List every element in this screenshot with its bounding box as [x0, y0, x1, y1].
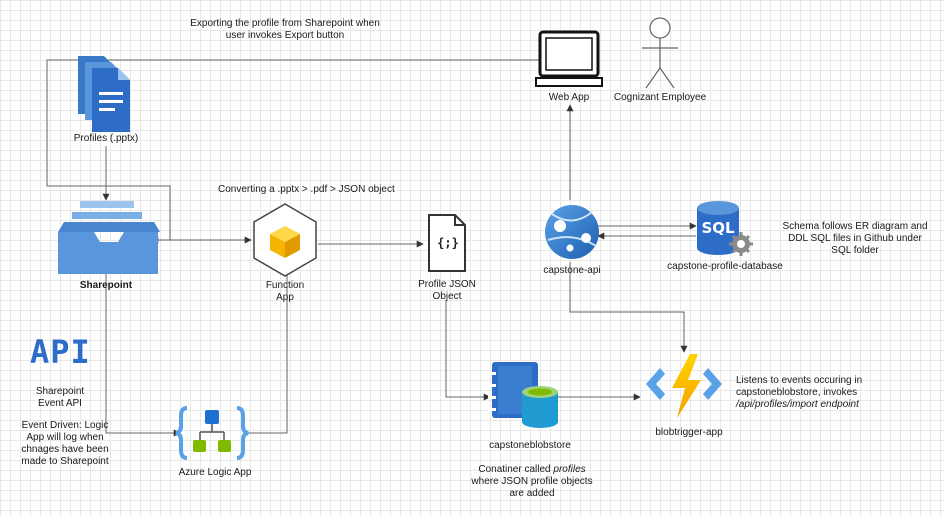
database-label: capstone-profile-database [667, 261, 783, 272]
api-logo: API [30, 333, 91, 371]
listens-line-2: capstoneblobstore, invokes [736, 387, 858, 398]
edge-api-to-trigger [569, 262, 688, 353]
capstone-api-label: capstone-api [543, 265, 601, 276]
function-app-label: Function App [265, 280, 305, 303]
profiles-label: Profiles (.pptx) [73, 133, 139, 144]
blobstore-label: capstoneblobstore [489, 440, 571, 451]
profiles-documents-icon [78, 56, 130, 132]
listens-line-3: /api/profiles/import endpoint [736, 399, 859, 410]
sharepoint-label: Sharepoint [79, 280, 133, 291]
edge-sharepoint-to-logic [105, 270, 181, 437]
container-note: Conatiner called profiles where JSON pro… [452, 464, 612, 500]
person-icon [642, 17, 678, 89]
computer-icon [535, 30, 603, 87]
container-note-em: profiles [553, 464, 586, 475]
sql-label: SQL [701, 219, 735, 237]
api-globe-icon [545, 205, 599, 259]
edges [46, 59, 697, 437]
profile-json-label: Profile JSON Object [418, 279, 476, 302]
converting-note: Converting a .pptx > .pdf > JSON object [218, 184, 395, 195]
sharepoint-tray-icon [58, 201, 160, 274]
function-app-icon [253, 203, 317, 277]
json-glyph: {;} [437, 236, 459, 250]
edge-function-to-logic [245, 270, 288, 434]
export-note: Exporting the profile from Sharepoint wh… [190, 18, 380, 41]
container-note-pre: Conatiner called [478, 464, 554, 475]
json-file-icon [428, 214, 466, 272]
sql-database-icon [697, 201, 753, 256]
event-driven-note: Event Driven: Logic App will log when ch… [21, 420, 109, 467]
listens-line-1: Listens to events occuring in [736, 375, 863, 386]
logic-app-icon [175, 406, 249, 460]
web-app-label: Web App [548, 92, 590, 103]
blobtrigger-label: blobtrigger-app [655, 427, 723, 438]
schema-note: Schema follows ER diagram and DDL SQL fi… [782, 221, 928, 256]
sharepoint-event-api-label: Sharepoint Event API [35, 386, 85, 409]
listens-note: Listens to events occuring in capstonebl… [736, 375, 916, 411]
blobstore-icon [488, 362, 558, 428]
edge-json-to-blob [445, 300, 491, 401]
logic-app-label: Azure Logic App [178, 467, 252, 478]
container-note-post: where JSON profile objects are added [471, 476, 593, 499]
function-bolt-icon [646, 354, 722, 418]
employee-label: Cognizant Employee [613, 92, 707, 103]
